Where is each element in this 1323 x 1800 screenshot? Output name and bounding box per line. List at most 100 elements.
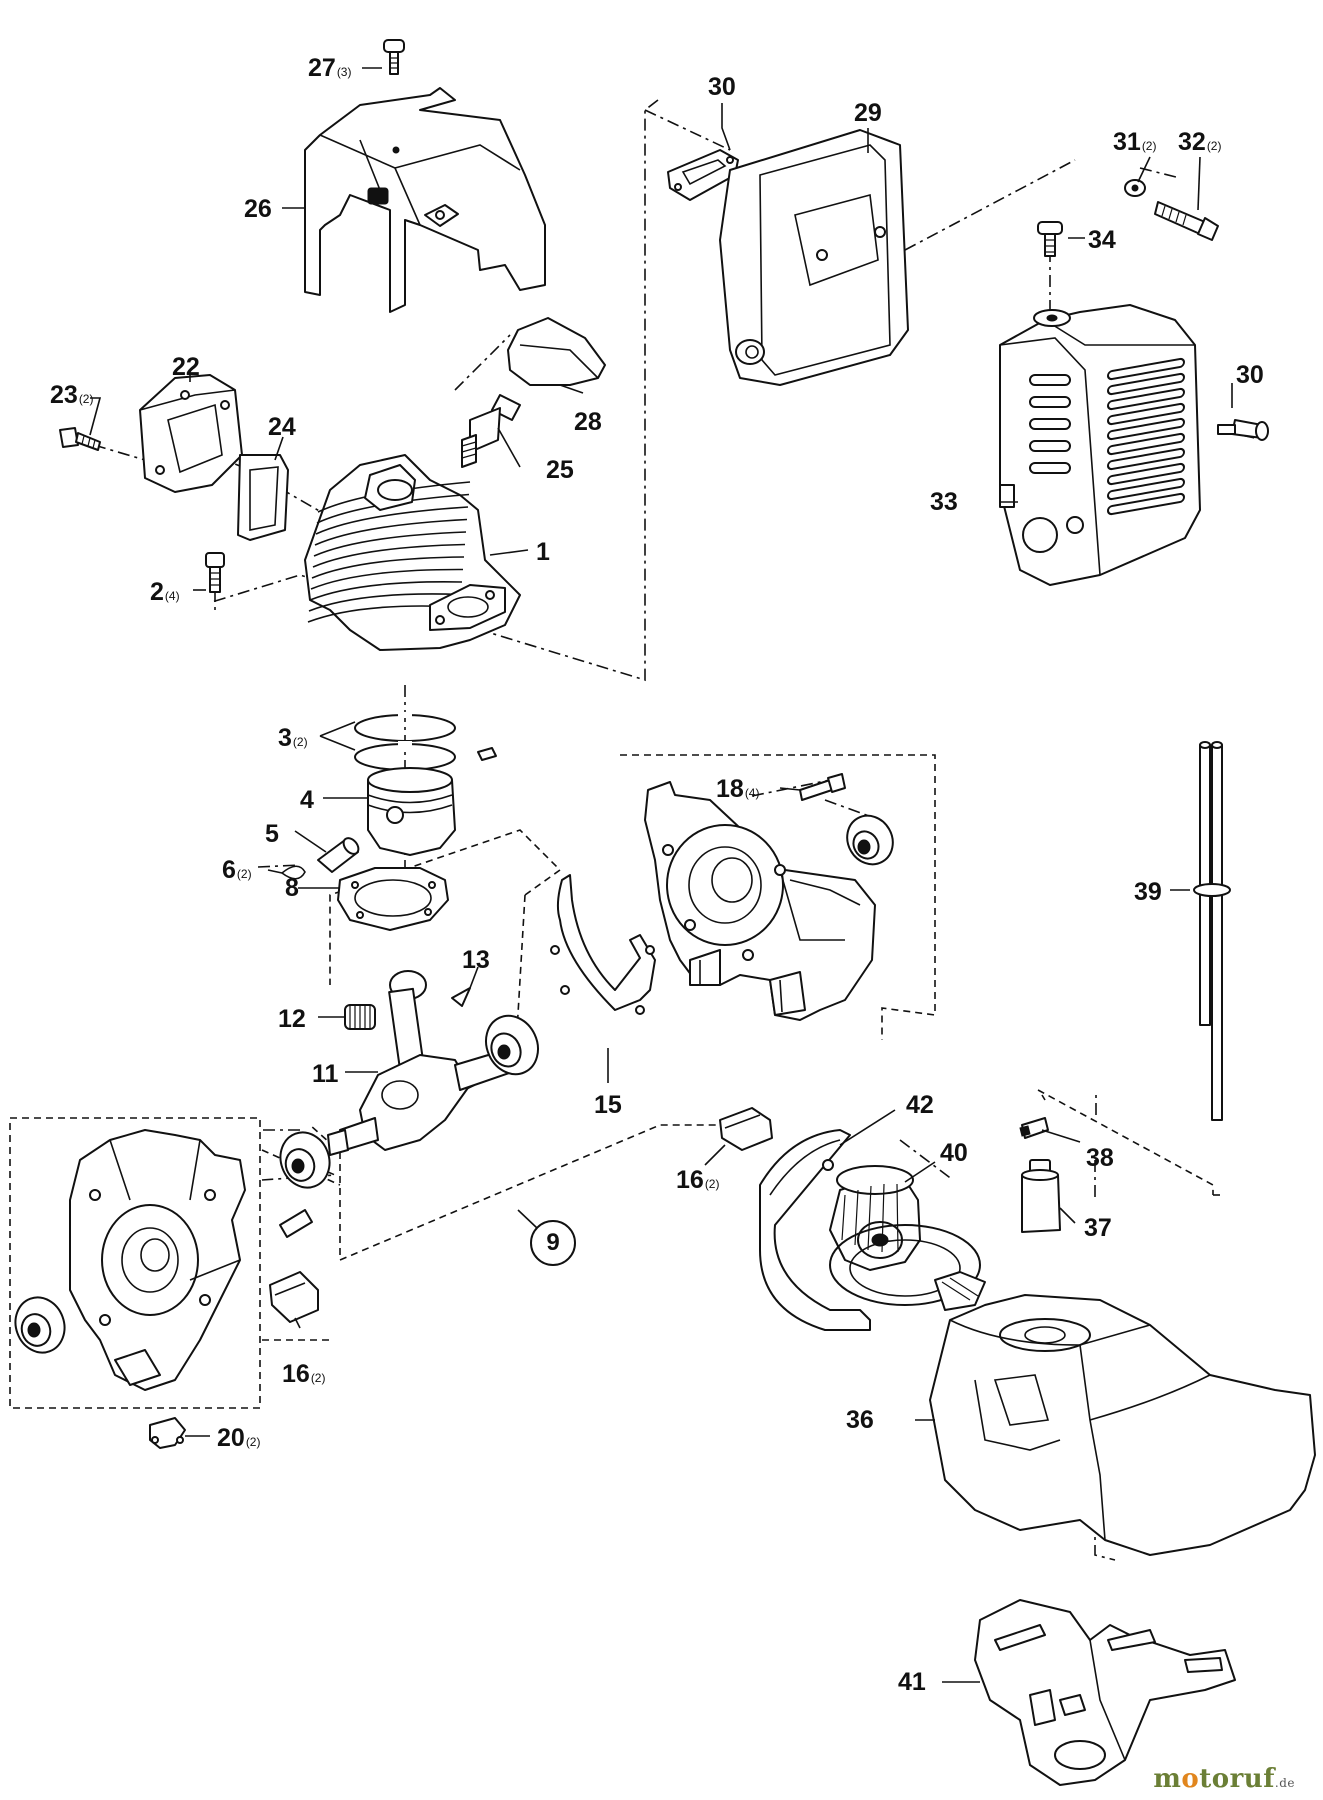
fuel-tank-36 <box>929 1271 1316 1556</box>
piston-4 <box>367 747 497 856</box>
label-number: 25 <box>546 456 574 484</box>
label-number: 27 <box>308 54 336 82</box>
label-qty: (2) <box>704 1177 720 1191</box>
fin <box>308 593 462 612</box>
label-30b: 30 <box>1236 363 1264 388</box>
label-38: 38 <box>1086 1146 1114 1171</box>
label-number: 11 <box>312 1060 339 1088</box>
watermark-suffix: .de <box>1274 1776 1295 1790</box>
spark-plug-cap-28 <box>507 317 606 386</box>
dowel-pin <box>279 1209 313 1238</box>
clip-20 <box>149 1417 186 1449</box>
clip-6 <box>280 865 306 880</box>
label-2: 2(4) <box>150 580 180 605</box>
fin <box>313 531 467 557</box>
label-8: 8 <box>285 876 299 901</box>
label-number: 32 <box>1178 128 1206 156</box>
label-36: 36 <box>846 1408 874 1433</box>
label-32: 32(2) <box>1178 130 1221 155</box>
watermark: motoruf.de <box>1153 1764 1295 1794</box>
label-number: 29 <box>854 99 882 127</box>
label-qty: (2) <box>310 1371 326 1385</box>
label-number: 42 <box>906 1091 934 1119</box>
watermark-part: m <box>1153 1764 1182 1794</box>
side-slot <box>1029 418 1071 430</box>
label-number: 31 <box>1113 128 1141 156</box>
slot <box>1107 372 1185 396</box>
label-number: 4 <box>300 786 314 814</box>
label-number: 16 <box>676 1166 704 1194</box>
cylinder-1 <box>304 454 521 651</box>
label-number: 5 <box>265 820 279 848</box>
label-number: 18 <box>716 775 744 803</box>
slot <box>1107 462 1185 486</box>
label-number: 3 <box>278 724 292 752</box>
cover-slots <box>1107 357 1185 516</box>
label-number: 26 <box>244 195 272 223</box>
slot <box>1107 447 1185 471</box>
crankcase-left <box>69 1129 246 1391</box>
insulator-22 <box>139 374 243 493</box>
label-4: 4 <box>300 788 314 813</box>
label-qty: (2) <box>236 867 252 881</box>
gasket-42 <box>759 1129 871 1331</box>
muffler-29 <box>719 129 909 386</box>
label-13: 13 <box>462 948 490 973</box>
slot <box>1107 357 1185 381</box>
assembly-9-callout: 9 <box>530 1220 576 1266</box>
key-13 <box>451 987 471 1007</box>
leader-lines <box>89 67 1233 1683</box>
spark-plug-25 <box>461 394 521 468</box>
label-number: 39 <box>1134 878 1162 906</box>
label-40: 40 <box>940 1141 968 1166</box>
slot <box>1107 417 1185 441</box>
bracket-41 <box>974 1599 1236 1786</box>
screw-27 <box>383 39 405 75</box>
side-slot <box>1029 396 1071 408</box>
label-22: 22 <box>172 355 200 380</box>
label-number: 1 <box>536 538 550 566</box>
screw-30 <box>1217 419 1269 441</box>
label-18: 18(4) <box>716 777 759 802</box>
label-number: 22 <box>172 353 200 381</box>
left-crankcase-box <box>9 1117 261 1409</box>
top-cover-26 <box>304 87 546 313</box>
muffler-cover-33 <box>999 304 1201 586</box>
watermark-part: toruf <box>1199 1764 1275 1794</box>
label-1: 1 <box>536 540 550 565</box>
label-number: 30 <box>708 73 736 101</box>
label-3: 3(2) <box>278 726 308 751</box>
label-number: 37 <box>1084 1214 1112 1242</box>
label-qty: (2) <box>78 392 94 406</box>
label-12: 12 <box>278 1007 306 1032</box>
filler-ring <box>829 1224 981 1306</box>
label-25: 25 <box>546 458 574 483</box>
label-number: 38 <box>1086 1144 1114 1172</box>
label-20: 20(2) <box>217 1426 260 1451</box>
slot <box>1107 432 1185 456</box>
label-24: 24 <box>268 415 296 440</box>
piston-pin-5 <box>317 837 360 873</box>
label-42: 42 <box>906 1093 934 1118</box>
fuel-line-39 <box>1193 741 1231 1121</box>
label-number: 2 <box>150 578 164 606</box>
label-number: 24 <box>268 413 296 441</box>
label-number: 13 <box>462 946 490 974</box>
label-27: 27(3) <box>308 56 351 81</box>
fuel-filter-37 <box>1021 1159 1061 1233</box>
label-23: 23(2) <box>50 383 93 408</box>
label-number: 28 <box>574 408 602 436</box>
label-5: 5 <box>265 822 279 847</box>
side-slot <box>1029 440 1071 452</box>
label-number: 12 <box>278 1005 306 1033</box>
label-number: 33 <box>930 488 958 516</box>
label-qty: (4) <box>164 589 180 603</box>
label-number: 8 <box>285 874 299 902</box>
gasket-24 <box>237 454 289 541</box>
label-30: 30 <box>708 75 736 100</box>
watermark-o: o <box>1181 1764 1200 1794</box>
fin <box>310 568 464 590</box>
fin <box>314 518 468 546</box>
